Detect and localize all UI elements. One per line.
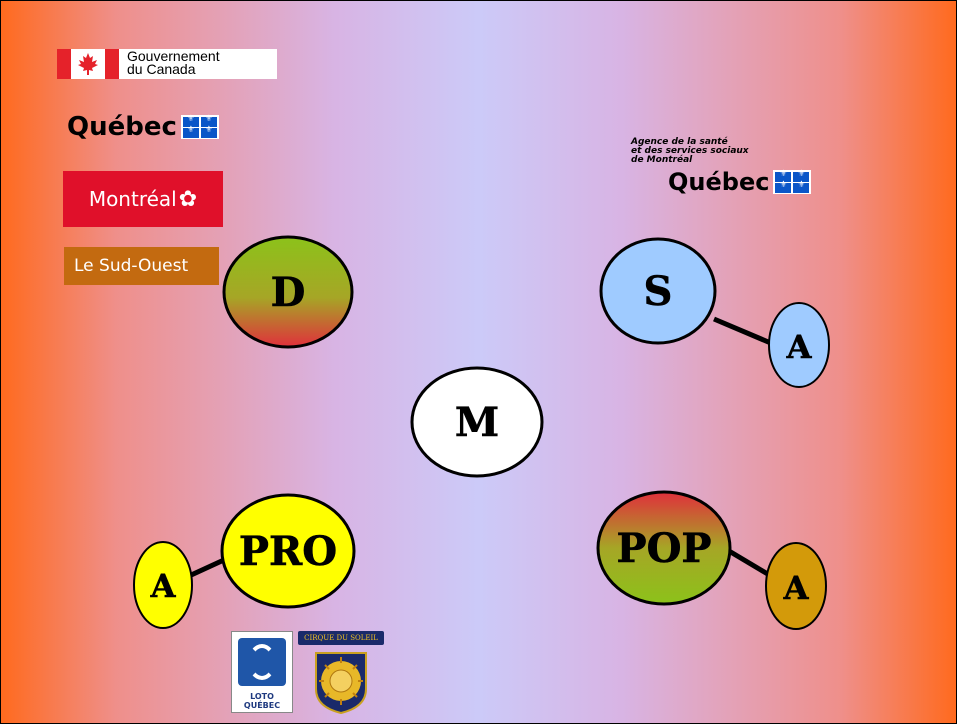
montreal-logo: Montréal ✿: [63, 171, 223, 227]
node-s: S: [599, 237, 717, 345]
loto-quebec-symbol-icon: [238, 638, 286, 686]
node-m-label: M: [455, 399, 499, 446]
loto-line1: LOTO: [250, 692, 274, 701]
canada-line1: Gouvernement: [127, 48, 220, 64]
sun-face-icon: [315, 652, 367, 715]
montreal-logo-text: Montréal: [88, 187, 177, 211]
node-s-satellite: A: [768, 302, 830, 388]
node-pro-satellite: A: [133, 541, 193, 629]
agence-line1: Agence de la santé: [631, 137, 728, 147]
node-pop-satellite: A: [765, 542, 827, 630]
connector-pop-a: [727, 548, 773, 579]
cirque-du-soleil-logo: CIRQUE DU SOLEIL: [298, 631, 384, 717]
quebec-logo-text: Québec: [67, 112, 177, 142]
node-pop-satellite-label: A: [783, 569, 810, 607]
node-s-label: S: [644, 268, 673, 315]
canada-flag-icon: [57, 49, 119, 79]
node-d: D: [222, 235, 354, 349]
agence-line2: et des services sociaux: [631, 146, 749, 156]
agence-sante-logo: Agence de la santé et des services socia…: [631, 138, 821, 208]
node-d-label: D: [271, 269, 306, 316]
sud-ouest-logo: Le Sud-Ouest: [64, 247, 219, 285]
node-pro: PRO: [220, 493, 356, 609]
node-pro-label: PRO: [239, 528, 337, 575]
montreal-rose-icon: ✿: [178, 186, 198, 212]
cirque-banner-text: CIRQUE DU SOLEIL: [298, 631, 384, 645]
sud-ouest-logo-text: Le Sud-Ouest: [74, 256, 189, 276]
canada-line2: du Canada: [127, 61, 196, 77]
agence-line3: de Montréal: [631, 155, 693, 165]
loto-line2: QUÉBEC: [243, 701, 281, 710]
node-m: M: [410, 366, 544, 478]
node-pro-satellite-label: A: [150, 567, 177, 605]
node-s-satellite-label: A: [786, 328, 813, 366]
loto-quebec-logo: LOTO QUÉBEC: [231, 631, 293, 713]
connector-pro-a: [187, 556, 228, 579]
agence-quebec-text: Québec: [668, 168, 770, 196]
node-pop-label: POP: [617, 525, 712, 572]
quebec-logo: Québec: [67, 111, 219, 143]
connector-s-a: [713, 316, 774, 347]
quebec-flag-icon: [773, 169, 812, 194]
government-of-canada-logo: Gouvernement du Canada: [57, 49, 277, 79]
quebec-flag-icon: [180, 114, 219, 139]
node-pop: POP: [596, 490, 732, 606]
